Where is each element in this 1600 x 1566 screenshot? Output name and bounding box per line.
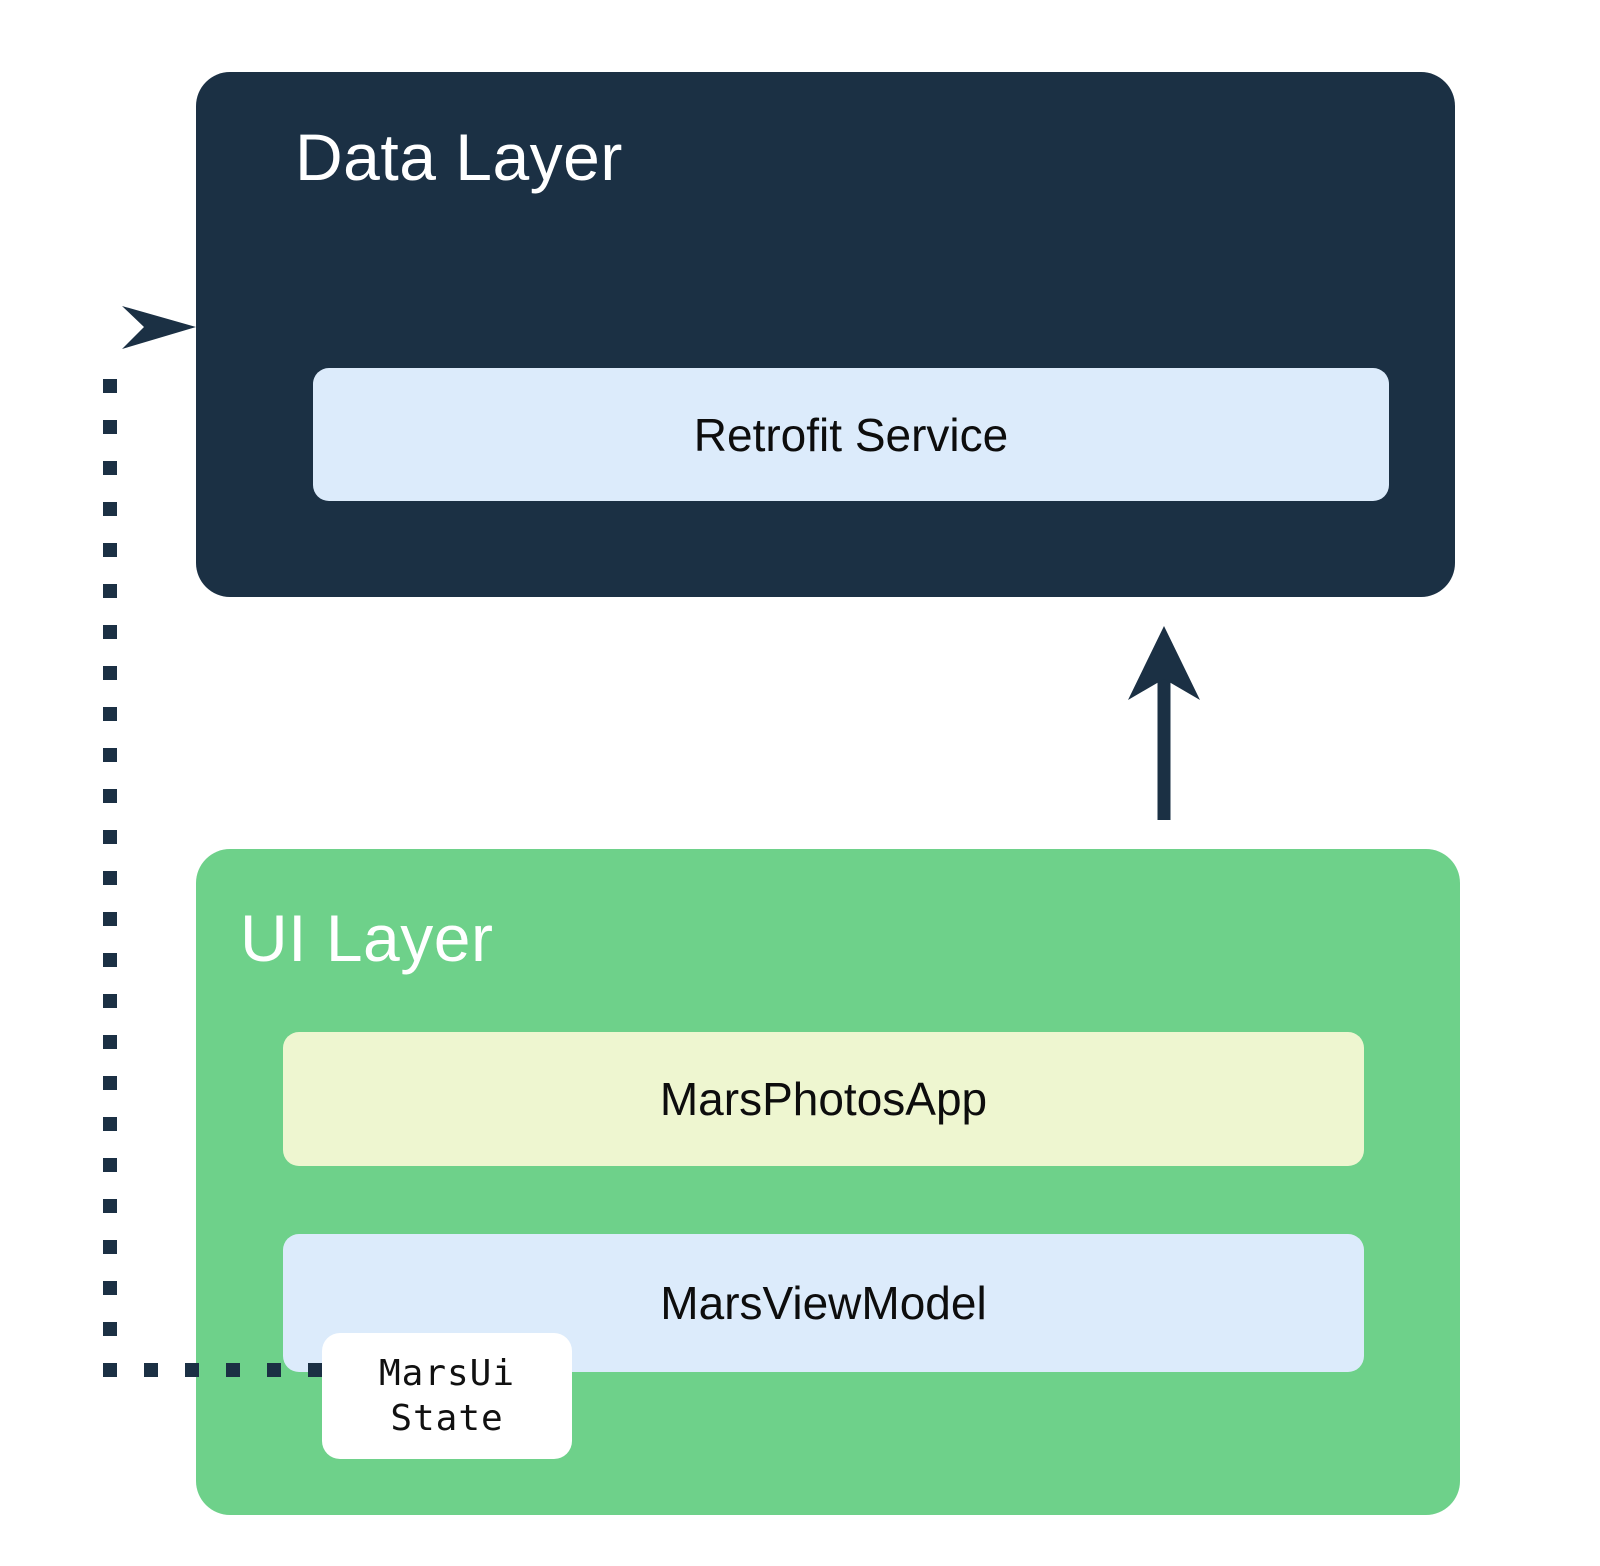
retrofit-service-label: Retrofit Service [693, 408, 1009, 461]
data-layer-container: Data Layer Retrofit Service [196, 72, 1455, 597]
data-layer-title: Data Layer [295, 120, 623, 194]
mars-ui-state-label-line2: State [390, 1398, 504, 1439]
retrofit-service-box: Retrofit Service [313, 368, 1389, 501]
mars-photos-app-box: MarsPhotosApp [283, 1032, 1364, 1166]
mars-ui-state-label-line1: MarsUi [378, 1353, 516, 1394]
ui-to-data-arrowhead [1128, 626, 1200, 700]
ui-layer-title: UI Layer [240, 901, 494, 975]
mars-view-model-label: MarsViewModel [660, 1277, 987, 1329]
mars-ui-state-callout: MarsUi State [322, 1333, 572, 1459]
dotted-connector-arrowhead [122, 306, 196, 349]
ui-to-data-solid-arrow [1128, 626, 1200, 820]
mars-photos-app-label: MarsPhotosApp [659, 1073, 988, 1125]
